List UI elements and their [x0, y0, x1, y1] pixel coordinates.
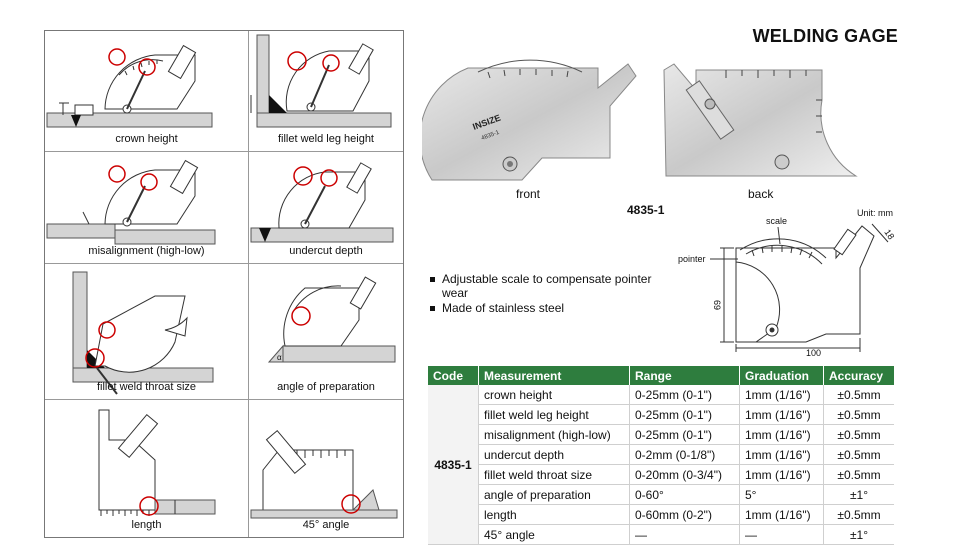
range-cell: 0-25mm (0-1"): [629, 404, 740, 425]
column-header: Measurement: [478, 366, 630, 385]
application-caption: length: [131, 519, 162, 531]
graduation-cell: 5°: [739, 484, 824, 505]
accuracy-cell: ±1°: [823, 484, 894, 505]
application-cell: crown height: [45, 31, 248, 151]
scale-callout: scale: [766, 216, 787, 226]
column-header: Graduation: [739, 366, 824, 385]
column-header: Accuracy: [823, 366, 894, 385]
application-caption: fillet weld leg height: [277, 133, 374, 145]
dimension-diagram: 69 100 18 scale pointer: [678, 216, 896, 356]
range-cell: 0-20mm (0-3/4"): [629, 464, 740, 485]
application-caption: crown height: [115, 133, 178, 145]
feature-item: Adjustable scale to compensate pointer w…: [428, 272, 668, 300]
feature-item: Made of stainless steel: [428, 301, 668, 315]
table-row: 45° angle——±1°: [428, 524, 894, 545]
application-caption: 45° angle: [302, 519, 350, 531]
range-cell: 0-25mm (0-1"): [629, 424, 740, 445]
unit-label: Unit: mm: [857, 208, 893, 218]
grid-divider: [248, 31, 249, 537]
front-label: front: [516, 187, 541, 201]
column-header: Code: [428, 366, 479, 385]
accuracy-cell: ±0.5mm: [823, 464, 894, 485]
measurement-cell: crown height: [478, 385, 630, 405]
45-degree-angle-illustration: [250, 429, 398, 519]
application-caption: undercut depth: [289, 245, 363, 257]
measurement-cell: 45° angle: [478, 524, 630, 545]
length-illustration: [98, 409, 216, 516]
accuracy-cell: ±1°: [823, 524, 894, 545]
range-cell: 0-2mm (0-1/8"): [629, 444, 740, 465]
fillet-weld-leg-illustration: [250, 34, 392, 128]
graduation-cell: —: [739, 524, 824, 545]
graduation-cell: 1mm (1/16"): [739, 464, 824, 485]
measurement-cell: misalignment (high-low): [478, 424, 630, 445]
page-title: WELDING GAGE: [752, 26, 898, 46]
fillet-weld-throat-illustration: [72, 271, 214, 395]
application-cell: 45° angle: [249, 400, 403, 537]
measurement-cell: fillet weld throat size: [478, 464, 630, 485]
tab-dimension: 18: [882, 227, 896, 241]
range-cell: 0-25mm (0-1"): [629, 385, 740, 405]
application-cell: length: [45, 400, 248, 537]
graduation-cell: 1mm (1/16"): [739, 404, 824, 425]
table-row: misalignment (high-low)0-25mm (0-1")1mm …: [428, 424, 894, 445]
application-cell: fillet weld leg height: [249, 31, 403, 151]
graduation-cell: 1mm (1/16"): [739, 444, 824, 465]
accuracy-cell: ±0.5mm: [823, 385, 894, 405]
application-cell: undercut depth: [249, 152, 403, 263]
column-header: Range: [629, 366, 740, 385]
measurement-cell: length: [478, 504, 630, 525]
graduation-cell: 1mm (1/16"): [739, 424, 824, 445]
application-caption: fillet weld throat size: [96, 381, 197, 393]
misalignment-illustration: [46, 159, 216, 245]
height-dimension: 69: [712, 300, 722, 310]
undercut-depth-illustration: [250, 162, 394, 243]
width-dimension: 100: [806, 348, 821, 356]
application-cell: α angle of preparation: [249, 264, 403, 399]
model-number: 4835-1: [627, 203, 665, 217]
grid-divider: [45, 151, 403, 152]
graduation-cell: 1mm (1/16"): [739, 504, 824, 525]
pointer-callout: pointer: [678, 254, 706, 264]
measurement-cell: angle of preparation: [478, 484, 630, 505]
svg-text:α: α: [277, 353, 282, 362]
application-cell: misalignment (high-low): [45, 152, 248, 263]
product-photo-front: INSIZE 4835-1: [419, 58, 638, 186]
code-cell: 4835-1: [428, 385, 479, 545]
graduation-cell: 1mm (1/16"): [739, 385, 824, 405]
angle-of-preparation-illustration: α: [267, 276, 396, 363]
grid-divider: [45, 263, 403, 264]
spec-table: Code Measurement Range Graduation Accura…: [428, 366, 894, 545]
range-cell: 0-60°: [629, 484, 740, 505]
table-header-row: Code Measurement Range Graduation Accura…: [428, 366, 894, 385]
accuracy-cell: ±0.5mm: [823, 444, 894, 465]
accuracy-cell: ±0.5mm: [823, 424, 894, 445]
product-photo-back: [656, 60, 866, 186]
crown-height-illustration: [46, 44, 213, 128]
application-caption: angle of preparation: [277, 381, 375, 393]
measurement-cell: fillet weld leg height: [478, 404, 630, 425]
application-cell: fillet weld throat size: [45, 264, 248, 399]
back-label: back: [748, 187, 774, 201]
measurement-cell: undercut depth: [478, 444, 630, 465]
accuracy-cell: ±0.5mm: [823, 504, 894, 525]
feature-list: Adjustable scale to compensate pointer w…: [428, 272, 668, 316]
application-grid: crown height fillet weld leg height: [44, 30, 404, 538]
application-caption: misalignment (high-low): [88, 245, 205, 257]
range-cell: 0-60mm (0-2"): [629, 504, 740, 525]
range-cell: —: [629, 524, 740, 545]
accuracy-cell: ±0.5mm: [823, 404, 894, 425]
grid-divider: [45, 399, 403, 400]
